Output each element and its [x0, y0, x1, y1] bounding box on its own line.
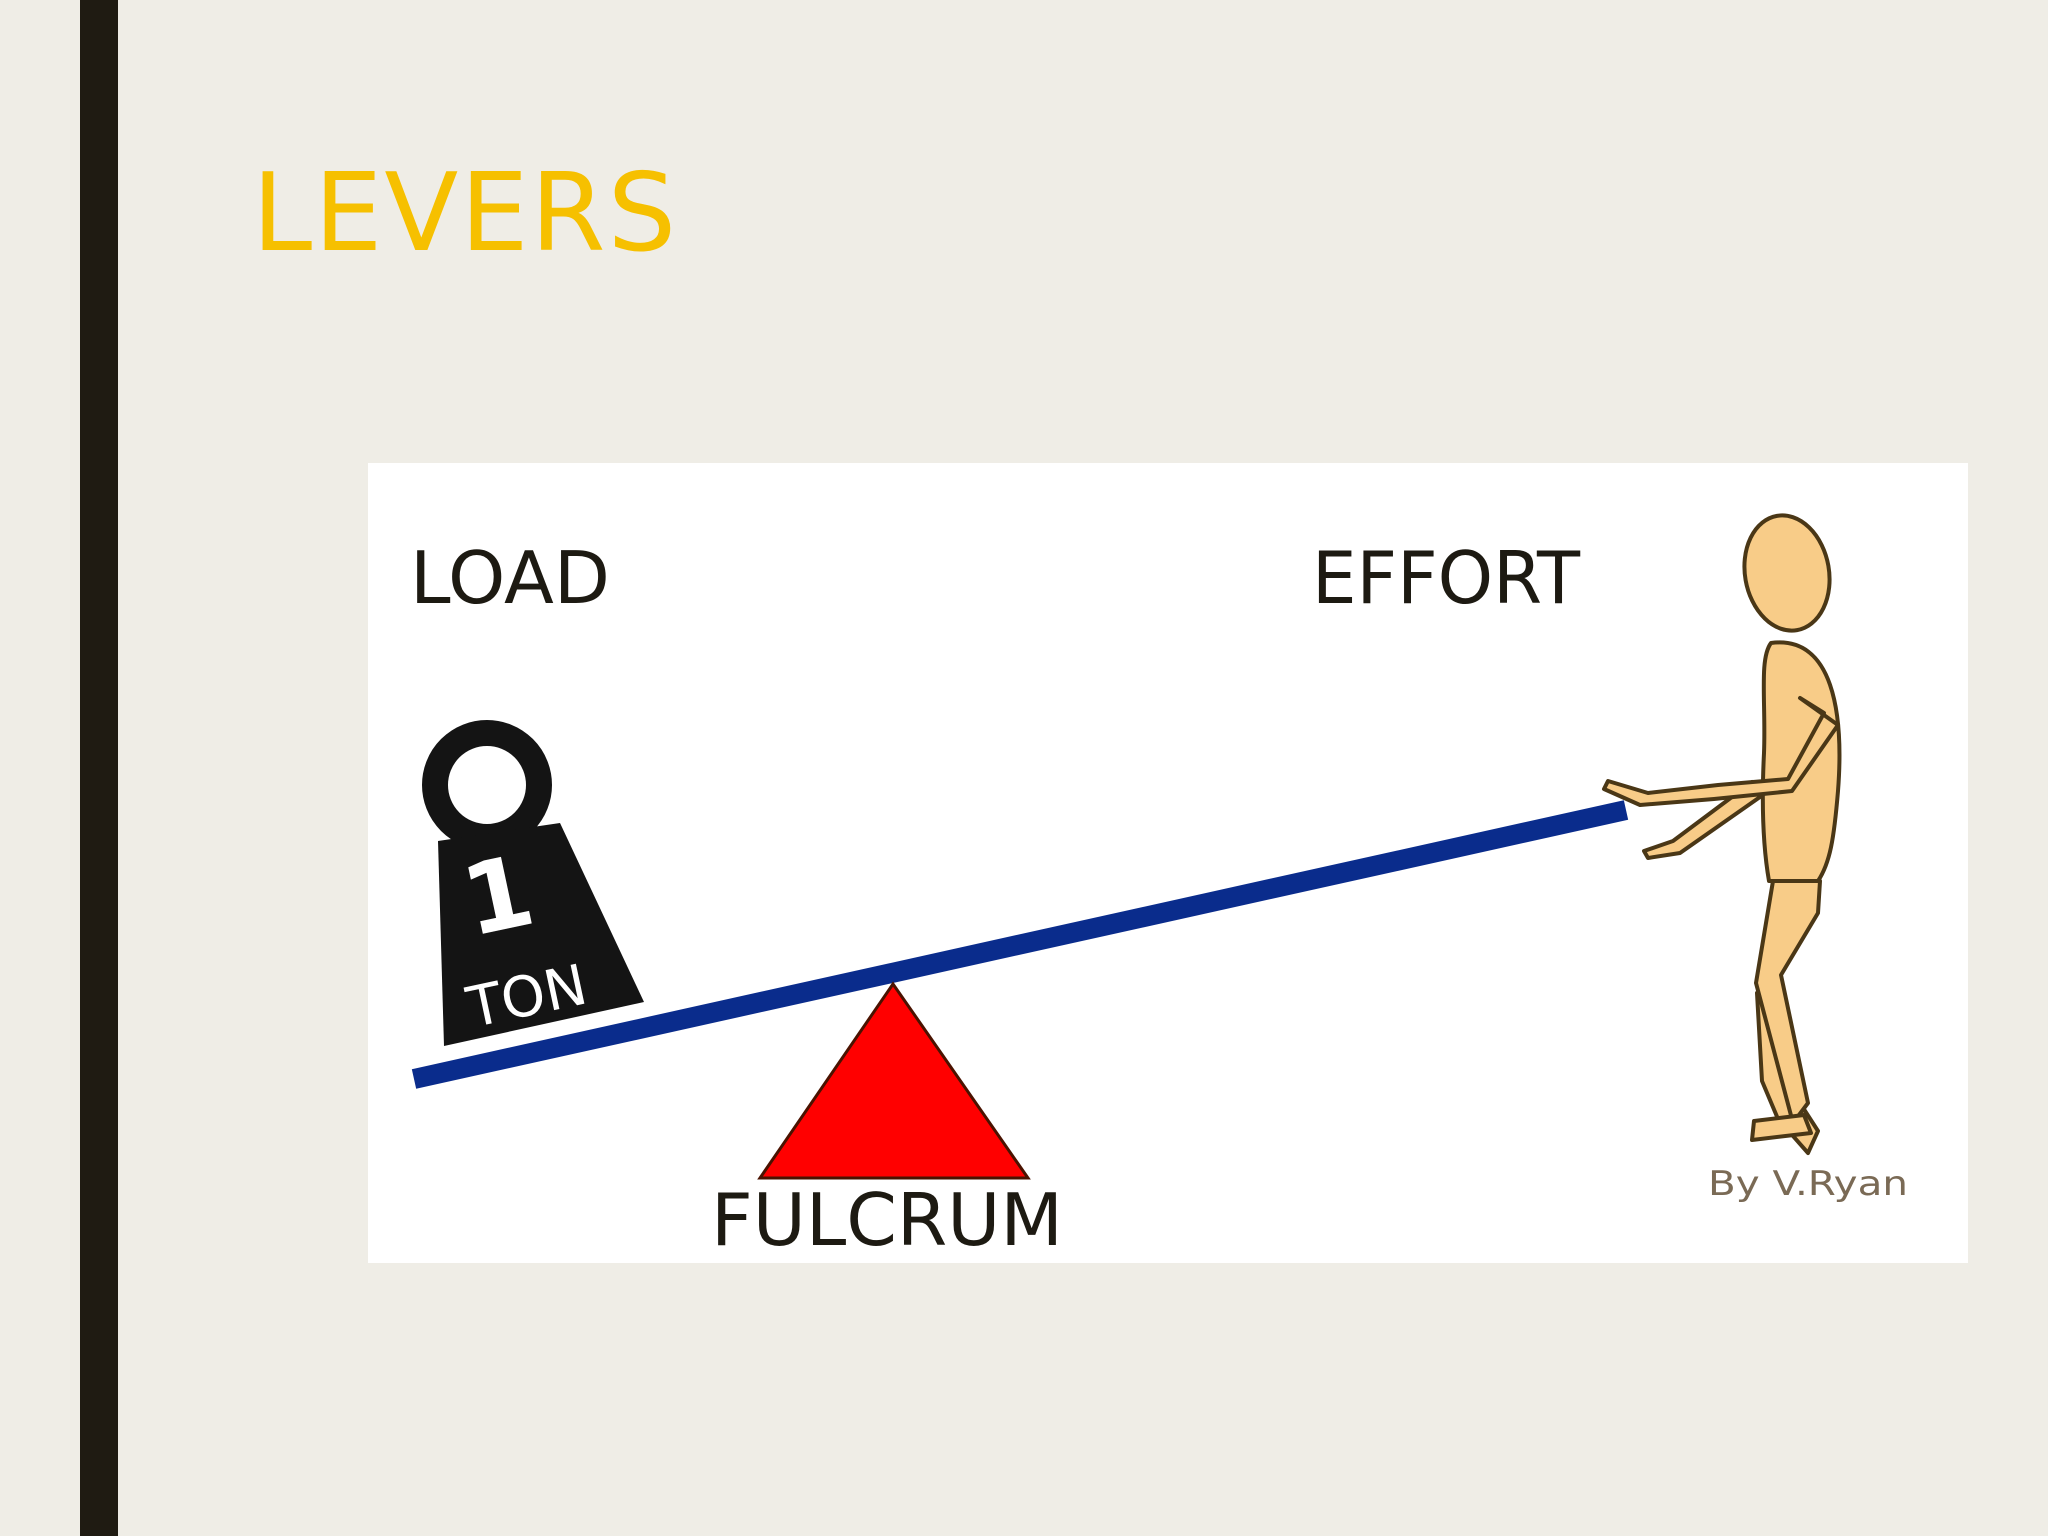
- lever-beam: [411, 800, 1629, 1089]
- load-label: LOAD: [410, 536, 610, 620]
- person-front-arm: [1602, 696, 1840, 807]
- person-head: [1742, 513, 1832, 633]
- fulcrum-label: FULCRUM: [711, 1178, 1063, 1262]
- left-accent-bar: [80, 0, 118, 1536]
- weight-1-ton: 1 TON: [422, 720, 644, 1046]
- person-front-leg: [1754, 879, 1822, 1125]
- weight-body: [438, 823, 644, 1046]
- weight-ring: [422, 720, 552, 850]
- fulcrum-triangle: [757, 981, 1031, 1180]
- credit-label: By V.Ryan: [1708, 1164, 1908, 1204]
- person-back-arm: [1642, 780, 1762, 860]
- person-front-foot: [1750, 1113, 1813, 1142]
- effort-label: EFFORT: [1312, 536, 1581, 620]
- slide-title: LEVERS: [252, 151, 679, 276]
- lever-diagram-svg: LOAD EFFORT FULCRUM By V.Ryan 1 TON: [410, 513, 1908, 1262]
- lever-diagram: LOAD EFFORT FULCRUM By V.Ryan 1 TON: [368, 463, 1968, 1263]
- person-figure: [1602, 513, 1842, 1155]
